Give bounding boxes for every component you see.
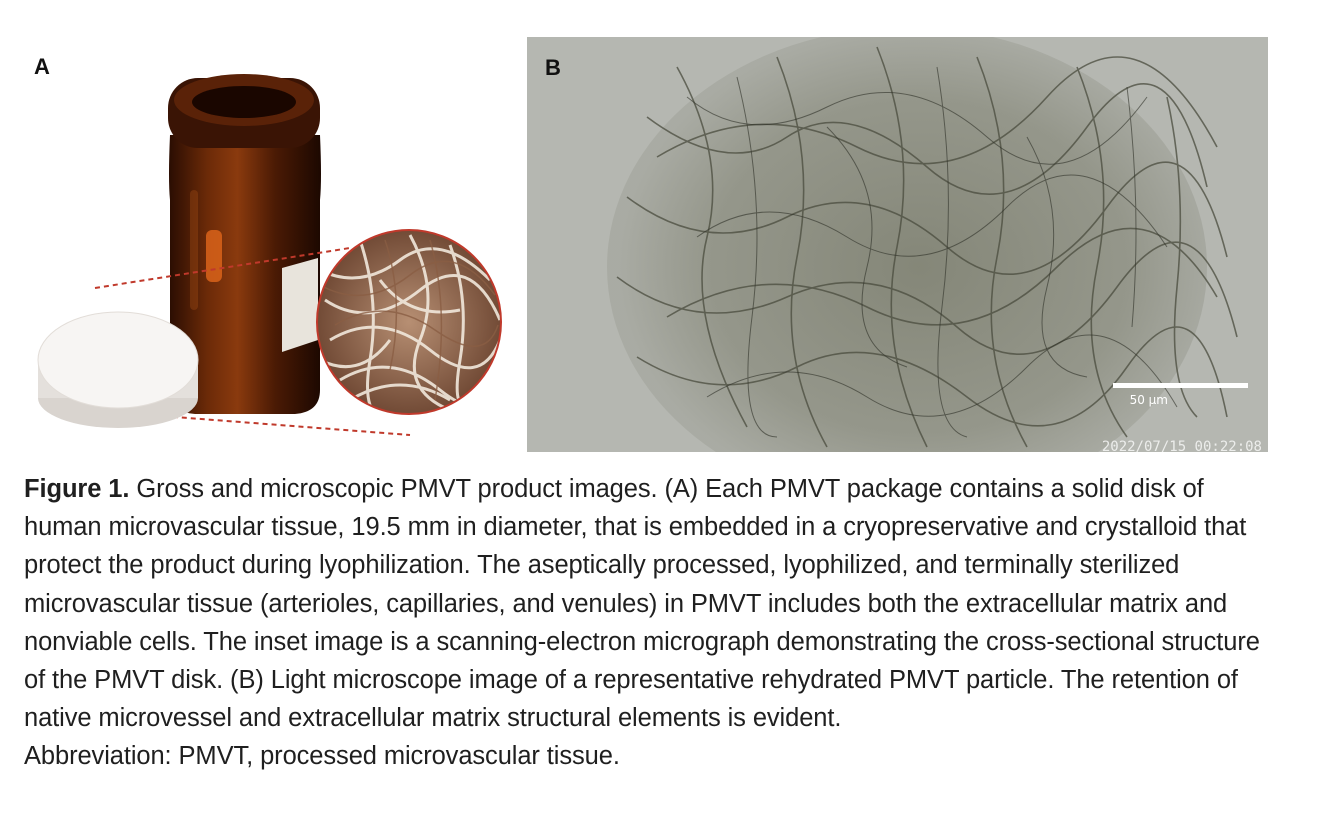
figure-label: Figure 1. (24, 475, 130, 503)
scale-bar-label: 50 µm (1129, 393, 1168, 407)
abbreviation-note: Abbreviation: PMVT, processed microvascu… (24, 742, 620, 771)
panel-a-label: A (34, 54, 50, 79)
panel-b-microscope-image: B 50 µm 2022/07/15 00:22:08 (527, 37, 1268, 452)
image-timestamp: 2022/07/15 00:22:08 (1101, 439, 1262, 452)
panel-b-label: B (545, 55, 561, 80)
scale-bar (1113, 383, 1248, 388)
vial-illustration (37, 74, 502, 436)
caption-text: Gross and microscopic PMVT product image… (24, 475, 1260, 733)
figure-caption: Figure 1. Gross and microscopic PMVT pro… (24, 470, 1284, 776)
panel-a-product-photo: A (20, 40, 510, 452)
microscope-image (527, 37, 1268, 452)
